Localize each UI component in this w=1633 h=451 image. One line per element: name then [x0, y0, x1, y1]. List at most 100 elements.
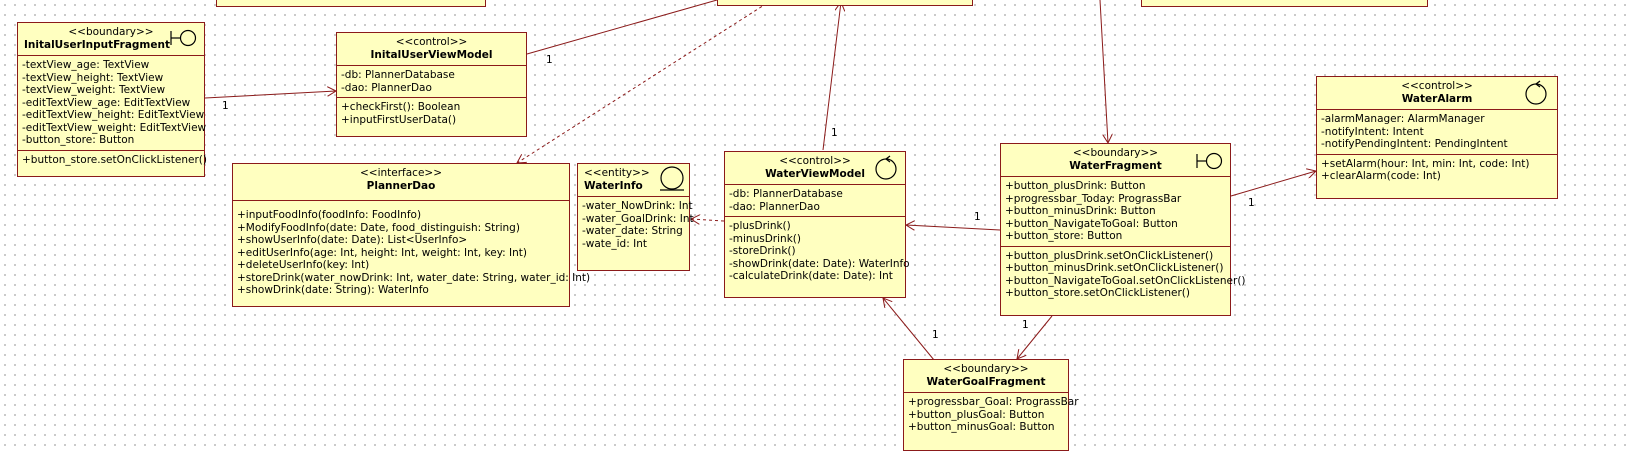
association-fragment-to-waterviewmodel: [906, 225, 1001, 231]
operation: -calculateDrink(date: Date): Int: [729, 270, 893, 282]
partial-class-top-right[interactable]: [1141, 0, 1428, 7]
operation: +storeDrink(water_nowDrink: Int, water_d…: [237, 271, 591, 284]
class-header: <<entity>> WaterInfo: [578, 164, 689, 197]
operation: +button_store.setOnClickListener(): [22, 153, 208, 166]
class-header: <<control>> WaterViewModel: [725, 152, 905, 185]
partial-class-top-center[interactable]: [717, 0, 973, 6]
attribute: +button_plusGoal: Button: [908, 408, 1045, 421]
operation: +editUserInfo(age: Int, height: Int, wei…: [237, 246, 528, 259]
class-name: WaterFragment: [1069, 159, 1162, 172]
operation: +deleteUserInfo(key: Int): [237, 259, 370, 271]
class-water-info[interactable]: <<entity>> WaterInfo -water_NowDrink: In…: [577, 163, 694, 271]
class-stereotype: <<entity>>: [584, 167, 650, 179]
multiplicity-label: 1: [974, 211, 981, 223]
class-name: WaterViewModel: [765, 167, 865, 180]
class-name: WaterInfo: [584, 179, 643, 192]
operation: +button_plusDrink.setOnClickListener(): [1005, 249, 1214, 262]
class-water-alarm[interactable]: <<control>> WaterAlarm -alarmManager: Al…: [1316, 76, 1558, 199]
class-header: <<boundary>> WaterFragment: [1001, 144, 1230, 177]
partial-class-top-left[interactable]: [216, 0, 486, 7]
class-name: InitalUserViewModel: [370, 48, 493, 61]
control-icon: [1525, 80, 1547, 105]
class-stereotype: <<control>>: [1401, 80, 1473, 92]
attribute: -dao: PlannerDao: [729, 200, 820, 213]
class-header: <<control>> InitalUserViewModel: [337, 33, 526, 66]
association-viewmodel-to-top: [526, 0, 718, 55]
operation: +setAlarm(hour: Int, min: Int, code: Int…: [1321, 157, 1530, 170]
class-name: InitalUserInputFragment: [24, 38, 170, 51]
attribute-compartment: -water_NowDrink: Int -water_GoalDrink: I…: [578, 197, 694, 253]
operation-compartment: +inputFoodInfo(foodInfo: FoodInfo) +Modi…: [233, 201, 591, 300]
attribute: -textView_age: TextView: [22, 59, 150, 71]
operation-compartment: +button_plusDrink.setOnClickListener() +…: [1001, 247, 1246, 303]
class-stereotype: <<boundary>>: [1072, 147, 1159, 159]
attribute: -alarmManager: AlarmManager: [1321, 113, 1485, 125]
operation: +inputFirstUserData(): [341, 113, 457, 126]
class-water-view-model[interactable]: <<control>> WaterViewModel -db: PlannerD…: [724, 151, 910, 298]
attribute: -notifyPendingIntent: PendingIntent: [1321, 138, 1508, 150]
attribute: -dao: PlannerDao: [341, 81, 432, 94]
attribute: -editTextView_weight: EditTextView: [22, 121, 207, 134]
class-water-goal-fragment[interactable]: <<boundary>> WaterGoalFragment +progress…: [903, 359, 1079, 451]
dependency-to-plannerdao: [517, 0, 773, 163]
operation: +button_minusDrink.setOnClickListener(): [1005, 262, 1224, 274]
attribute: -water_NowDrink: Int: [582, 200, 693, 212]
association-fragment-to-goal: [1017, 315, 1053, 359]
boundary-icon: [170, 29, 197, 47]
attribute: +button_minusGoal: Button: [908, 421, 1055, 433]
operation: -minusDrink(): [729, 232, 801, 245]
class-stereotype: <<interface>>: [359, 167, 443, 179]
multiplicity-label: 1: [222, 100, 229, 112]
operation-compartment: +checkFirst(): Boolean +inputFirstUserDa…: [337, 98, 526, 129]
operation: +button_NavigateToGoal.setOnClickListene…: [1005, 274, 1246, 287]
attribute: +button_minusDrink: Button: [1005, 205, 1156, 217]
attribute: -textView_weight: TextView: [22, 84, 166, 96]
class-header: <<boundary>> WaterGoalFragment: [904, 360, 1068, 393]
attribute: -textView_height: TextView: [22, 71, 164, 84]
multiplicity-label: 1: [1022, 319, 1029, 331]
multiplicity-label: 1: [546, 54, 553, 66]
operation: -plusDrink(): [729, 220, 791, 232]
operation-compartment: -plusDrink() -minusDrink() -storeDrink()…: [725, 217, 910, 286]
attribute-compartment: -alarmManager: AlarmManager -notifyInten…: [1317, 110, 1557, 155]
multiplicity-label: 1: [932, 329, 939, 341]
class-header: <<boundary>> InitalUserInputFragment: [18, 23, 204, 56]
attribute: -db: PlannerDatabase: [341, 69, 455, 81]
dependency-viewmodel-to-waterinfo: [691, 219, 725, 221]
association-fragment-to-alarm: [1230, 171, 1316, 197]
attribute: -notifyIntent: Intent: [1321, 125, 1424, 138]
operation: +showDrink(date: String): WaterInfo: [237, 284, 429, 296]
attribute: -editTextView_age: EditTextView: [22, 96, 191, 109]
operation-compartment: +setAlarm(hour: Int, min: Int, code: Int…: [1317, 155, 1557, 186]
operation: +inputFoodInfo(foodInfo: FoodInfo): [237, 209, 422, 221]
class-header: <<interface>> PlannerDao: [233, 164, 569, 201]
class-name: PlannerDao: [366, 179, 436, 192]
attribute: +progressbar_Goal: PrograssBar: [908, 396, 1079, 408]
attribute: +button_plusDrink: Button: [1005, 180, 1146, 192]
association-goal-to-waterviewmodel: [883, 298, 935, 361]
class-water-fragment[interactable]: <<boundary>> WaterFragment +button_plusD…: [1000, 143, 1246, 316]
operation: +ModifyFoodInfo(date: Date, food_disting…: [237, 221, 520, 234]
class-name: WaterAlarm: [1401, 92, 1473, 105]
class-stereotype: <<control>>: [395, 36, 468, 48]
association-top-to-waterfragment: [1099, 0, 1108, 143]
class-planner-dao[interactable]: <<interface>> PlannerDao +inputFoodInfo(…: [232, 163, 591, 307]
attribute: -water_GoalDrink: Int: [582, 212, 694, 225]
class-stereotype: <<control>>: [779, 155, 851, 167]
operation: +clearAlarm(code: Int): [1321, 170, 1441, 182]
operation: -showDrink(date: Date): WaterInfo: [729, 257, 910, 270]
attribute-compartment: -db: PlannerDatabase -dao: PlannerDao: [725, 185, 905, 217]
multiplicity-label: 1: [831, 127, 838, 139]
attribute-compartment: -textView_age: TextView -textView_height…: [18, 56, 207, 151]
class-inital-user-view-model[interactable]: <<control>> InitalUserViewModel -db: Pla…: [336, 32, 527, 137]
attribute-compartment: +progressbar_Goal: PrograssBar +button_p…: [904, 393, 1079, 437]
boundary-icon: [1196, 152, 1223, 170]
entity-icon: [660, 166, 684, 191]
association-waterviewmodel-to-top: [822, 2, 841, 151]
attribute: -water_date: String: [582, 225, 683, 237]
attribute: +progressbar_Today: PrograssBar: [1005, 192, 1182, 205]
class-inital-user-input-fragment[interactable]: <<boundary>> InitalUserInputFragment -te…: [17, 22, 208, 177]
attribute: -button_store: Button: [22, 134, 135, 146]
